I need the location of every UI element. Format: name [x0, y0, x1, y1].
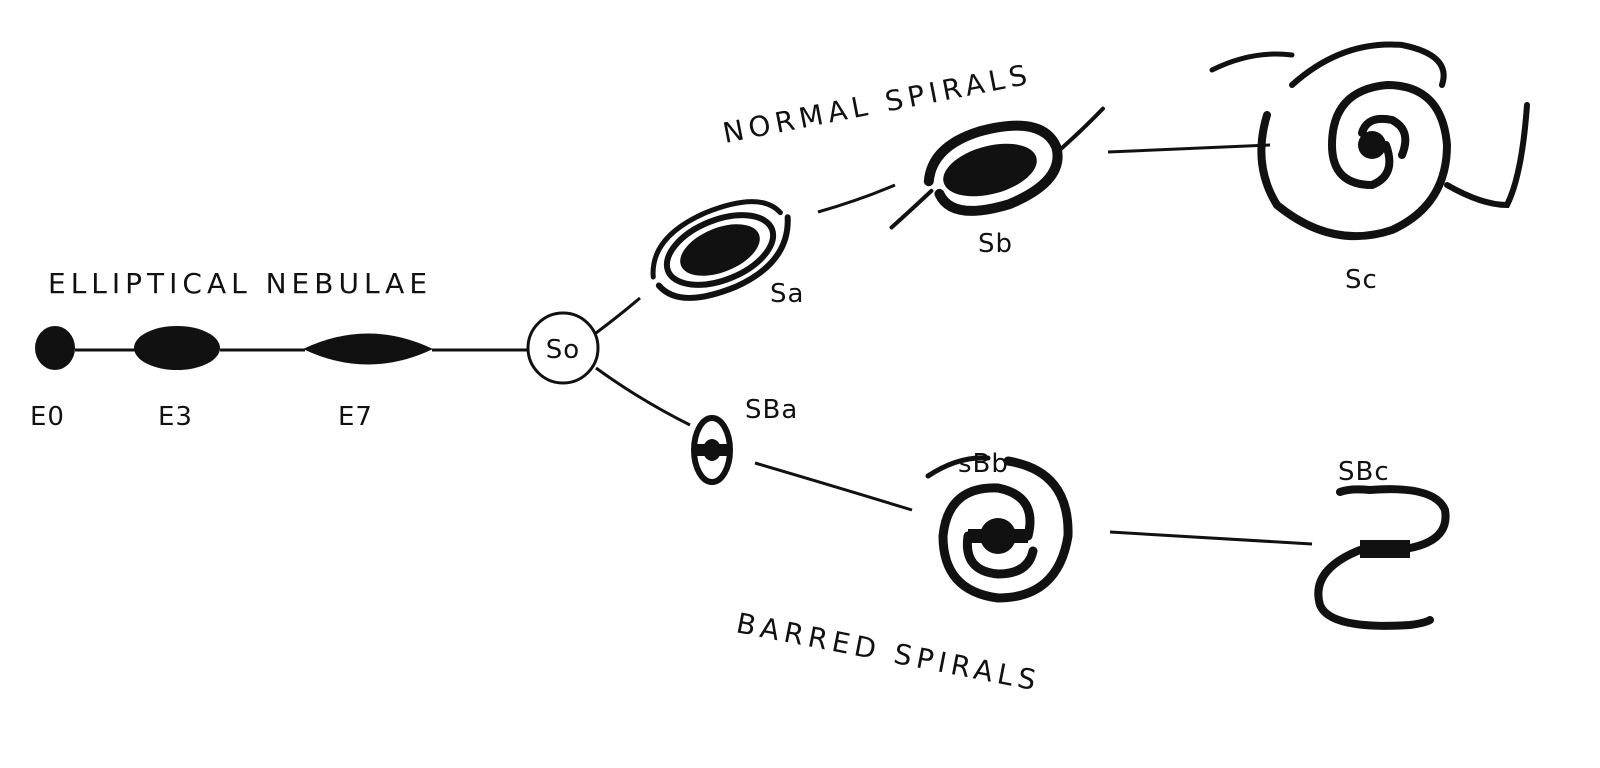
- sb-galaxy: [889, 106, 1105, 230]
- s0-galaxy: [526, 311, 600, 385]
- sbb-label: sBb: [958, 449, 1009, 479]
- sbb-galaxy: [925, 455, 1073, 603]
- e3-galaxy: [134, 326, 220, 370]
- e7-galaxy: [303, 333, 433, 365]
- barred-spirals-title: BARRED SPIRALS: [734, 606, 1044, 697]
- line-sa-sb: [817, 183, 896, 214]
- line-sba-sbb: [754, 461, 913, 512]
- connector-lines: [75, 143, 1313, 546]
- sa-galaxy: [650, 199, 791, 301]
- line-s0-sba: [595, 366, 691, 427]
- sc-label: Sc: [1345, 265, 1378, 295]
- normal-spirals-title: NORMAL SPIRALS: [720, 58, 1035, 150]
- e3-label: E3: [158, 402, 193, 432]
- e0-galaxy: [35, 326, 75, 370]
- sc-galaxy: [1209, 41, 1530, 241]
- sba-label: SBa: [745, 395, 798, 425]
- e0-label: E0: [30, 402, 65, 432]
- line-sb-sc: [1107, 143, 1271, 154]
- line-sbb-sbc: [1109, 530, 1313, 546]
- elliptical-title: ELLIPTICAL NEBULAE: [48, 267, 432, 300]
- s0-label: So: [546, 335, 580, 365]
- sa-label: Sa: [770, 279, 804, 309]
- sba-galaxy: [691, 415, 733, 485]
- sbc-label: SBc: [1338, 457, 1390, 487]
- sbc-galaxy: [1314, 485, 1450, 630]
- e7-label: E7: [338, 402, 373, 432]
- line-s0-sa: [595, 296, 641, 335]
- sb-label: Sb: [978, 229, 1013, 259]
